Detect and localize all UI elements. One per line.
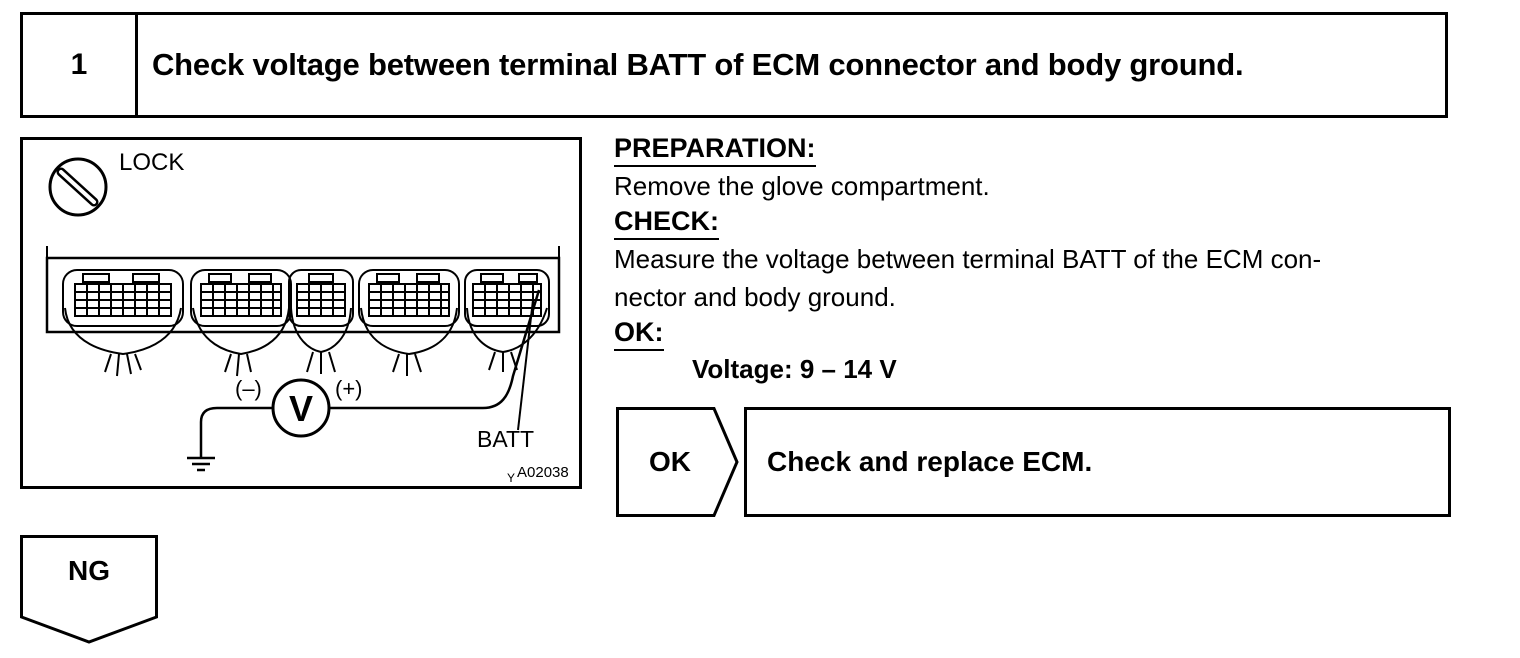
ignition-lock-icon — [48, 157, 108, 217]
ok-heading: OK: — [614, 316, 664, 351]
figure-code-prefix: Y — [507, 471, 515, 485]
voltage-spec: Voltage: 9 – 14 V — [692, 354, 897, 384]
ng-arrow-shape — [20, 535, 158, 644]
preparation-heading: PREPARATION: — [614, 132, 816, 167]
preparation-text: Remove the glove compartment. — [614, 171, 990, 201]
voltmeter-icon: V — [271, 378, 331, 438]
connector-group — [62, 269, 550, 327]
step-header: 1 Check voltage between terminal BATT of… — [20, 12, 1448, 118]
positive-probe-label: (+) — [335, 376, 363, 401]
ok-arrow-shape — [616, 407, 739, 517]
ok-branch-label: OK — [649, 446, 691, 477]
connector-diagram: LOCK — [45, 149, 569, 485]
wire-harness — [64, 307, 548, 377]
negative-probe-label: (–) — [235, 376, 262, 401]
ng-branch: NG — [20, 535, 158, 645]
check-text-line-1: Measure the voltage between terminal BAT… — [614, 244, 1322, 274]
instructions-panel: PREPARATION: Remove the glove compartmen… — [614, 132, 1454, 387]
check-heading: CHECK: — [614, 205, 719, 240]
check-text-line-2: nector and body ground. — [614, 282, 896, 312]
ok-result-box: Check and replace ECM. — [744, 407, 1451, 517]
voltmeter-label: V — [289, 388, 313, 429]
voltmeter-circuit — [187, 289, 541, 472]
figure-code: A02038 — [517, 464, 569, 481]
ecm-body — [45, 246, 561, 334]
ok-result-text: Check and replace ECM. — [767, 446, 1093, 477]
lock-label: LOCK — [119, 149, 184, 176]
ng-branch-label: NG — [68, 555, 110, 586]
ok-branch: OK Check and replace ECM. — [616, 407, 1451, 517]
step-title: Check voltage between terminal BATT of E… — [152, 47, 1244, 82]
batt-terminal-label: BATT — [477, 426, 534, 452]
ecm-connector-illustration: LOCK — [20, 137, 582, 489]
step-number: 1 — [23, 15, 138, 115]
